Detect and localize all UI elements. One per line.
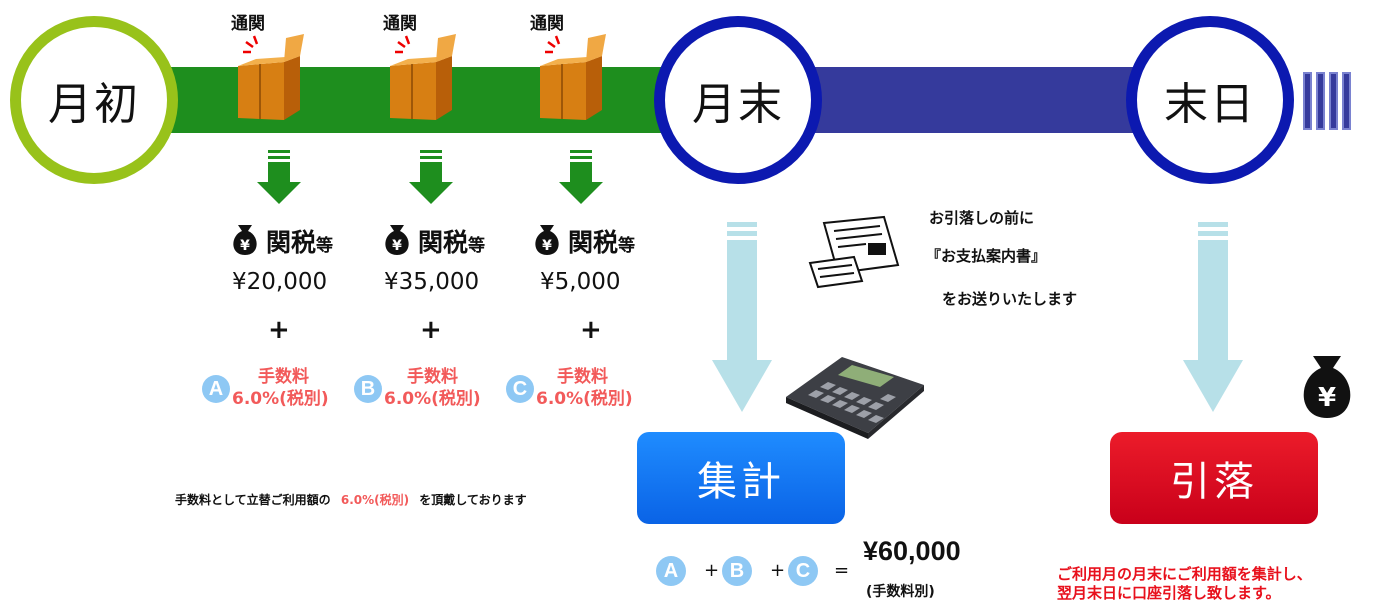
timeline-dash: [1316, 72, 1325, 130]
down-arrow-icon: [559, 150, 603, 204]
tax-label: 関税等: [266, 223, 333, 259]
badge-a: A: [202, 375, 230, 403]
money-bag-icon: ¥: [530, 222, 564, 256]
fee-note-highlight: 6.0%(税別): [340, 493, 410, 507]
debit-note-line1: ご利用月の月末にご利用額を集計し、: [1057, 565, 1312, 583]
month-start-label: 月初: [48, 79, 140, 130]
tax-label: 関税等: [568, 223, 635, 259]
fee-note-before: 手数料として立替ご利用額の: [175, 493, 331, 507]
tax-label-suffix: 等: [468, 236, 486, 256]
tax-amount: ¥35,000: [384, 269, 480, 295]
plus-sign: +: [420, 315, 442, 345]
money-bag-icon: ¥: [228, 222, 262, 256]
month-start-circle: 月初: [10, 16, 178, 184]
tax-label-suffix: 等: [316, 236, 334, 256]
aggregate-box: 集計: [637, 432, 845, 524]
debit-box: 引落: [1110, 432, 1318, 524]
invoice-note-line1: お引落しの前に: [929, 209, 1035, 227]
fee-note-after: を頂戴しております: [419, 493, 527, 507]
yen-symbol: ¥: [240, 238, 250, 254]
customs-label: 通関: [383, 14, 417, 34]
badge-a: A: [656, 556, 686, 586]
down-arrow-icon: [257, 150, 301, 204]
invoice-icon: [808, 215, 900, 289]
equals-sign: =: [834, 560, 850, 581]
last-day-circle: 末日: [1126, 16, 1294, 184]
debit-note-line2: 翌月末日に口座引落し致します。: [1057, 584, 1281, 602]
yen-symbol: ¥: [392, 238, 402, 254]
calculator-icon: [786, 357, 924, 439]
badge-c: C: [788, 556, 818, 586]
down-arrow-icon: [1183, 222, 1243, 412]
timeline-dash: [1303, 72, 1312, 130]
box-icon: [540, 34, 606, 120]
yen-symbol: ¥: [1318, 383, 1336, 413]
plus-sign: +: [770, 560, 786, 581]
tax-label-text: 関税: [266, 228, 317, 257]
tax-label-text: 関税: [568, 228, 619, 257]
tax-label-suffix: 等: [618, 236, 636, 256]
money-bag-icon: ¥: [380, 222, 414, 256]
badge-c: C: [506, 375, 534, 403]
debit-label: 引落: [1170, 459, 1258, 505]
last-day-label: 末日: [1164, 79, 1256, 130]
invoice-note-line2: 『お支払案内書』: [926, 247, 1047, 265]
tax-label: 関税等: [418, 223, 485, 259]
month-end-label: 月末: [692, 79, 784, 130]
timeline-dash: [1342, 72, 1351, 130]
box-icon: [390, 34, 456, 120]
aggregate-label: 集計: [697, 459, 785, 505]
timeline-dash: [1329, 72, 1338, 130]
fee-title: 手数料: [557, 367, 608, 387]
plus-sign: +: [704, 560, 720, 581]
customs-label: 通関: [231, 14, 265, 34]
badge-b: B: [722, 556, 752, 586]
yen-symbol: ¥: [542, 238, 552, 254]
total-amount: ¥60,000: [863, 536, 961, 566]
fee-title: 手数料: [258, 367, 309, 387]
plus-sign: +: [268, 315, 290, 345]
fee-rate: 6.0%(税別): [384, 389, 481, 409]
down-arrow-icon: [409, 150, 453, 204]
box-icon: [238, 34, 304, 120]
tax-amount: ¥20,000: [232, 269, 328, 295]
tax-amount: ¥5,000: [540, 269, 621, 295]
fee-note: 手数料として立替ご利用額の 6.0%(税別) を頂戴しております: [175, 491, 527, 508]
customs-label: 通関: [530, 14, 564, 34]
plus-sign: +: [580, 315, 602, 345]
badge-b: B: [354, 375, 382, 403]
total-note: (手数料別): [866, 584, 935, 600]
month-end-circle: 月末: [654, 16, 822, 184]
invoice-note-line3: をお送りいたします: [942, 290, 1078, 308]
fee-rate: 6.0%(税別): [232, 389, 329, 409]
tax-label-text: 関税: [418, 228, 469, 257]
fee-rate: 6.0%(税別): [536, 389, 633, 409]
money-bag-icon: ¥: [1293, 352, 1361, 418]
fee-title: 手数料: [407, 367, 458, 387]
down-arrow-icon: [712, 222, 772, 412]
